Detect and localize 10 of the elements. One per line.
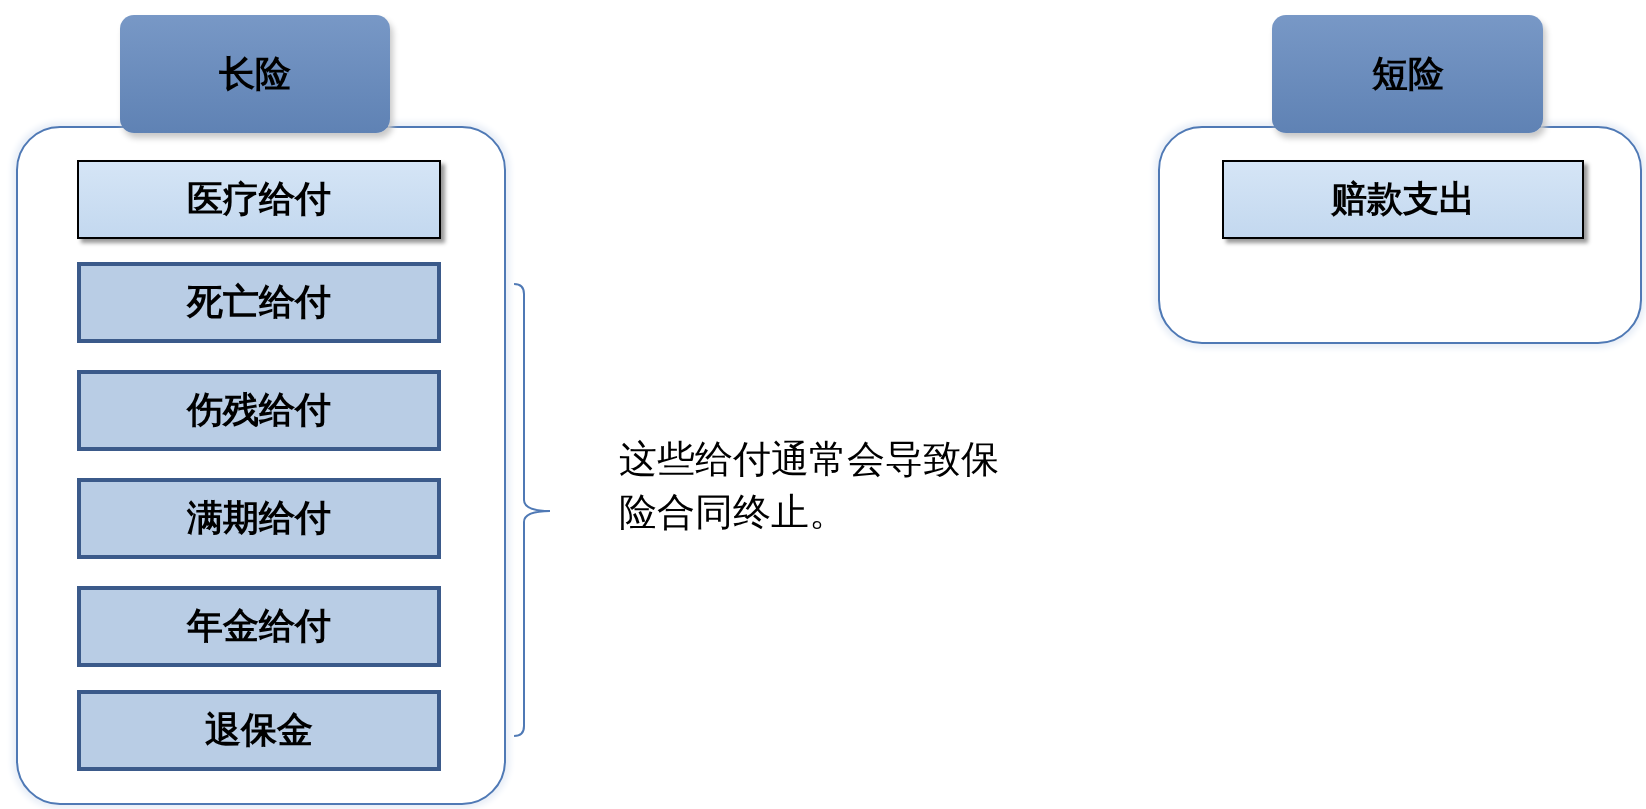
panel-heading: 长险 — [120, 15, 390, 133]
panel-heading: 短险 — [1272, 15, 1543, 133]
benefit-box: 年金给付 — [77, 586, 441, 667]
benefit-box: 赔款支出 — [1222, 160, 1584, 239]
benefit-box: 死亡给付 — [77, 262, 441, 343]
note-text: 这些给付通常会导致保险合同终止。 — [619, 437, 1000, 536]
benefit-box: 满期给付 — [77, 478, 441, 559]
benefit-box: 退保金 — [77, 690, 441, 771]
benefit-box: 伤残给付 — [77, 370, 441, 451]
benefit-box: 医疗给付 — [77, 160, 441, 239]
